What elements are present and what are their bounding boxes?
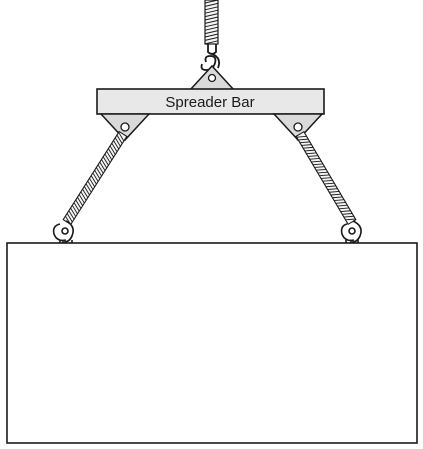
right-sling [295,130,357,226]
hoist-rope [204,0,219,45]
right-load-shackle [340,220,362,246]
top-hook [200,44,221,71]
left-load-shackle [52,220,74,246]
top-lifting-lug [188,64,236,91]
right-bar-lug [272,113,324,142]
suspended-load [6,242,418,444]
spreader-bar-label: Spreader Bar [165,94,254,111]
left-bar-lug [99,113,151,142]
spreader-bar: Spreader Bar [96,88,325,115]
left-sling [62,130,128,226]
